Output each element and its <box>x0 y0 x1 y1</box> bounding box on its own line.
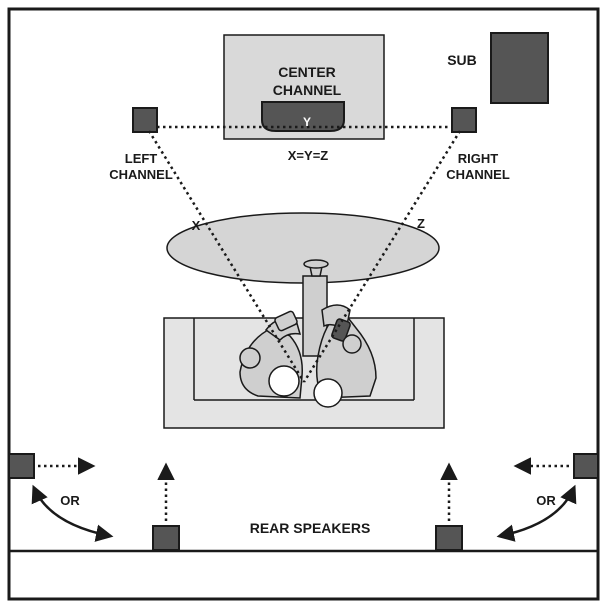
right-speaker <box>451 107 477 133</box>
center-channel-label-line2: CHANNEL <box>273 82 342 98</box>
right-or-curved-arrow <box>496 484 577 542</box>
distance-equation-label: X=Y=Z <box>288 148 329 163</box>
left-channel-label-line1: LEFT <box>125 151 158 166</box>
subwoofer <box>490 32 549 104</box>
right-to-listener-dotted-line <box>302 130 462 383</box>
left-to-listener-dotted-line <box>147 130 306 383</box>
coffee-table <box>166 212 440 284</box>
rear-left-wall-speaker <box>152 525 180 551</box>
center-speaker <box>261 101 345 132</box>
distance-label-z: Z <box>417 216 425 231</box>
rear-left-side-speaker <box>8 453 35 479</box>
rear-right-wall-speaker <box>435 525 463 551</box>
couple-on-couch <box>239 259 377 408</box>
rear-right-side-speaker <box>573 453 599 479</box>
rear-speakers-label: REAR SPEAKERS <box>250 520 371 536</box>
right-channel-label-line1: RIGHT <box>458 151 499 166</box>
left-or-curved-arrow <box>31 484 114 542</box>
or-label-left: OR <box>60 493 80 508</box>
left-speaker <box>132 107 158 133</box>
center-channel-label-line1: CENTER <box>278 64 336 80</box>
distance-label-x: X <box>192 218 201 233</box>
sub-label: SUB <box>447 52 477 68</box>
or-label-right: OR <box>536 493 556 508</box>
distance-label-y: Y <box>303 115 311 129</box>
left-channel-label-line2: CHANNEL <box>109 167 173 182</box>
right-channel-label-line2: CHANNEL <box>446 167 510 182</box>
